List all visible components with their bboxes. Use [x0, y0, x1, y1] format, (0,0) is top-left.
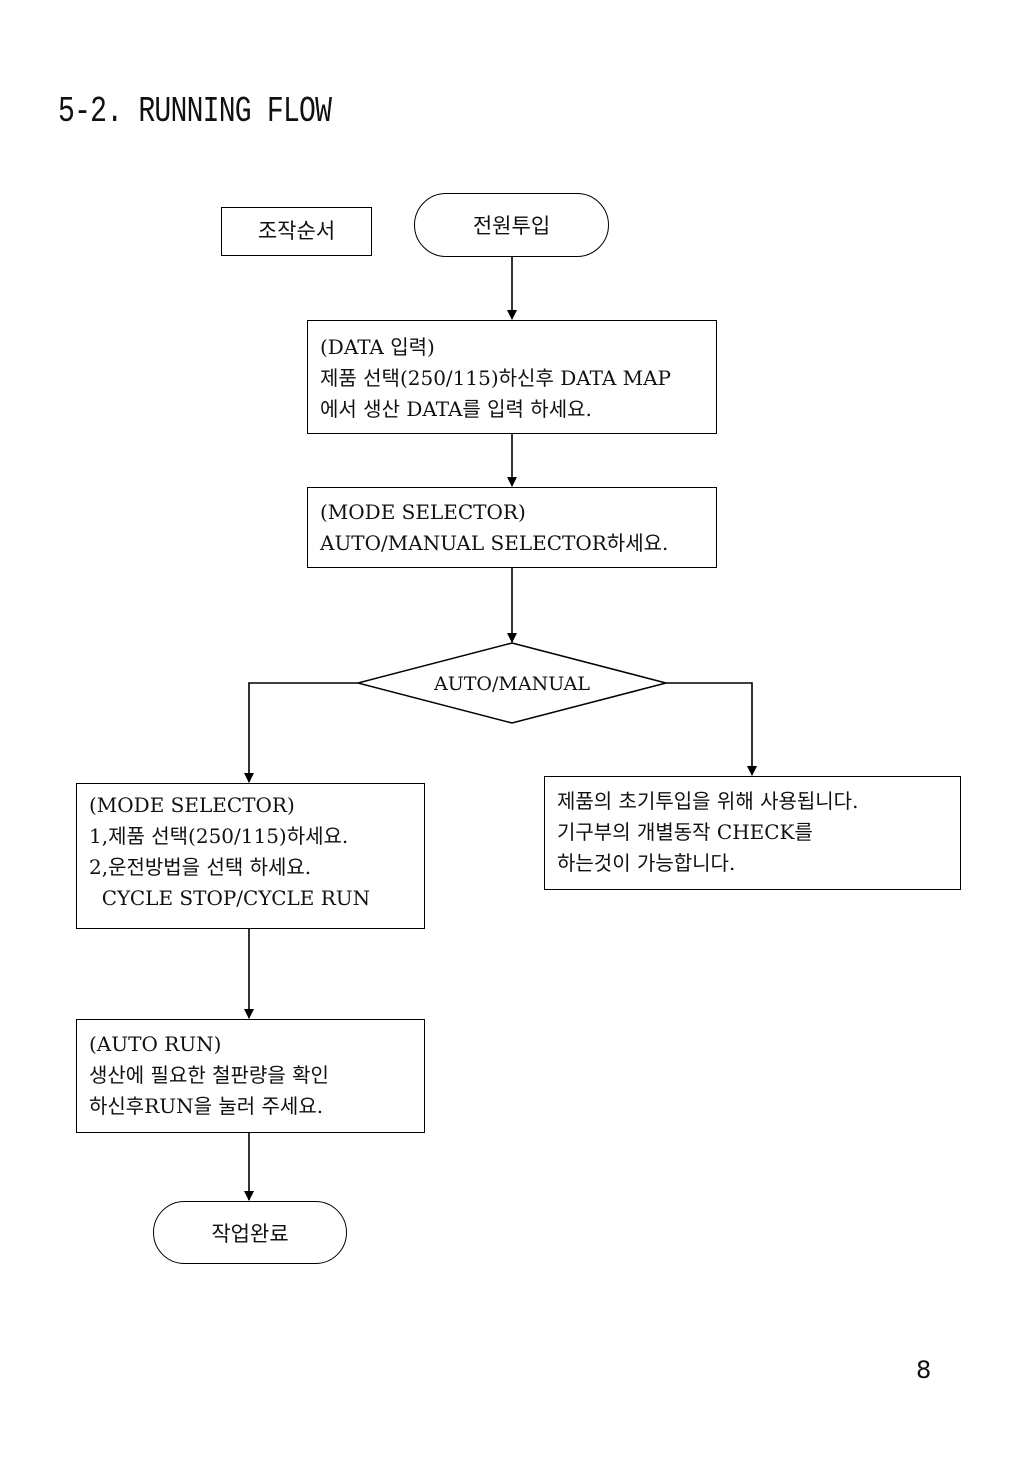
- data-input-line: 제품 선택(250/115)하신후 DATA MAP: [320, 366, 672, 390]
- auto-branch-line: 1,제품 선택(250/115)하세요.: [89, 824, 349, 848]
- data-input-line: 에서 생산 DATA를 입력 하세요.: [320, 397, 592, 421]
- auto-run-line: 하신후RUN을 눌러 주세요.: [89, 1094, 324, 1118]
- page-number: 8: [916, 1356, 932, 1384]
- start-label: 전원투입: [472, 214, 551, 238]
- mode-select-line: (MODE SELECTOR): [320, 500, 526, 524]
- auto-branch-line: (MODE SELECTOR): [89, 793, 295, 817]
- auto-run-box: (AUTO RUN) 생산에 필요한 철판량을 확인 하신후RUN을 눌러 주세…: [76, 1019, 425, 1133]
- end-label: 작업완료: [211, 1221, 289, 1246]
- auto-branch-box: (MODE SELECTOR) 1,제품 선택(250/115)하세요. 2,운…: [76, 783, 425, 929]
- manual-branch-line: 기구부의 개별동작 CHECK를: [557, 820, 813, 844]
- manual-branch-line: 제품의 초기투입을 위해 사용됩니다.: [557, 789, 859, 813]
- decision-label: AUTO/MANUAL: [434, 673, 590, 695]
- data-input-box: (DATA 입력) 제품 선택(250/115)하신후 DATA MAP 에서 …: [307, 320, 717, 434]
- procedure-label: 조작순서: [257, 219, 336, 243]
- manual-branch-box: 제품의 초기투입을 위해 사용됩니다. 기구부의 개별동작 CHECK를 하는것…: [544, 776, 961, 890]
- mode-select-line: AUTO/MANUAL SELECTOR하세요.: [320, 531, 669, 555]
- auto-run-line: (AUTO RUN): [89, 1032, 222, 1056]
- decision-diamond: [355, 642, 669, 724]
- manual-branch-line: 하는것이 가능합니다.: [557, 851, 736, 875]
- end-terminal: 작업완료: [153, 1201, 347, 1264]
- data-input-line: (DATA 입력): [320, 335, 435, 359]
- auto-branch-line: CYCLE STOP/CYCLE RUN: [89, 886, 371, 910]
- start-terminal: 전원투입: [414, 193, 609, 257]
- arrow-decision-to-auto-branch: [244, 682, 358, 783]
- page-title: 5-2. RUNNING FLOW: [58, 91, 332, 132]
- arrow-decision-to-manual-branch: [666, 682, 757, 776]
- procedure-label-box: 조작순서: [221, 207, 372, 256]
- mode-select-box: (MODE SELECTOR) AUTO/MANUAL SELECTOR하세요.: [307, 487, 717, 568]
- auto-run-line: 생산에 필요한 철판량을 확인: [89, 1063, 329, 1087]
- auto-branch-line: 2,운전방법을 선택 하세요.: [89, 855, 312, 879]
